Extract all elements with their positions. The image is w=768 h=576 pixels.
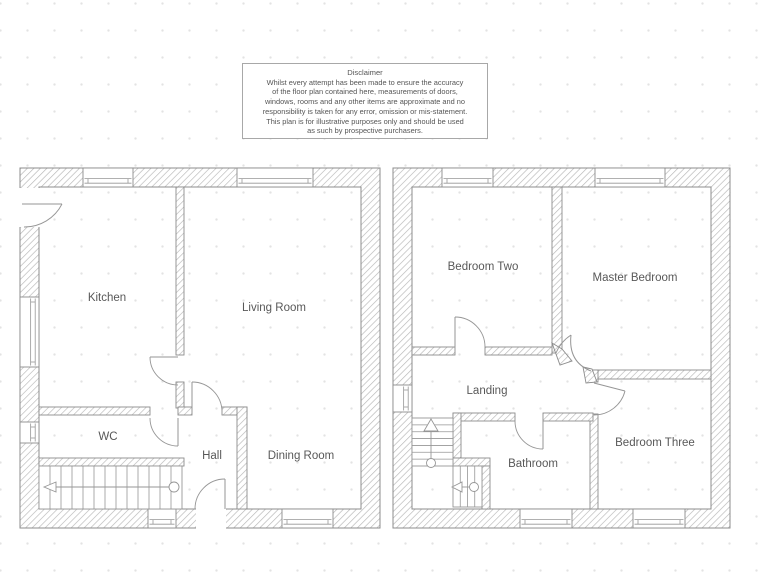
- interior-wall: [236, 406, 248, 510]
- disclaimer-line: responsibility is taken for any error, o…: [262, 106, 468, 116]
- room-label-hall: Hall: [202, 450, 222, 462]
- wall-stub: [582, 366, 598, 384]
- arrow-start-circle: [168, 481, 180, 493]
- window-frame: [281, 508, 334, 529]
- door: [454, 316, 486, 348]
- arrow-head-icon: [42, 481, 57, 493]
- room-label-dining-room: Dining Room: [268, 450, 334, 462]
- window: [236, 167, 314, 188]
- door: [149, 356, 179, 386]
- disclaimer-line: Whilst every attempt has been made to en…: [266, 77, 464, 87]
- window: [392, 384, 413, 413]
- window: [519, 508, 573, 529]
- interior-wall: [481, 465, 491, 510]
- interior-wall: [411, 346, 456, 356]
- door: [514, 420, 544, 450]
- interior-wall: [38, 406, 151, 416]
- interior-wall: [592, 369, 712, 380]
- door-swing-arc: [191, 381, 223, 413]
- room-label-living-room: Living Room: [242, 302, 306, 314]
- interior-wall: [38, 457, 185, 467]
- disclaimer-box: Disclaimer Whilst every attempt has been…: [242, 63, 488, 139]
- door: [191, 381, 223, 413]
- door: [149, 417, 179, 447]
- door-swing-arc: [555, 334, 572, 354]
- room-label-kitchen: Kitchen: [88, 292, 126, 304]
- door-swing-arc: [149, 356, 179, 386]
- door-swing-arc: [149, 417, 179, 447]
- staircase: [38, 465, 183, 510]
- door: [593, 382, 626, 416]
- stair-direction-arrow: [423, 418, 439, 468]
- arrow-start-circle: [469, 482, 479, 492]
- interior-wall: [589, 413, 599, 510]
- window: [441, 167, 494, 188]
- interior-wall: [175, 381, 185, 409]
- window: [281, 508, 334, 529]
- interior-wall: [177, 406, 193, 416]
- interior-wall: [452, 412, 462, 459]
- arrow-head-icon: [423, 418, 439, 432]
- window-frame: [236, 167, 314, 188]
- room-label-bedroom-three: Bedroom Three: [615, 437, 695, 449]
- window: [594, 167, 666, 188]
- door-swing-arc: [593, 390, 626, 416]
- disclaimer-line: This plan is for illustrative purposes o…: [266, 116, 464, 126]
- window: [632, 508, 686, 529]
- window: [19, 421, 40, 444]
- interior-wall: [452, 412, 516, 422]
- window-frame: [19, 421, 40, 444]
- room-label-landing: Landing: [467, 385, 508, 397]
- door: [22, 203, 63, 228]
- window-frame: [392, 384, 413, 413]
- door-swing-arc: [454, 316, 486, 348]
- door-swing-arc: [194, 478, 226, 510]
- interior-wall: [175, 186, 185, 356]
- disclaimer-line: windows, rooms and any other items are a…: [264, 97, 466, 107]
- window-frame: [594, 167, 666, 188]
- stair-direction-arrow: [450, 481, 479, 493]
- window: [82, 167, 134, 188]
- window-frame: [441, 167, 494, 188]
- room-label-bedroom-two: Bedroom Two: [448, 261, 519, 273]
- door: [194, 478, 226, 510]
- window-frame: [82, 167, 134, 188]
- interior-wall: [542, 412, 594, 422]
- disclaimer-line: as such by prospective purchasers.: [307, 126, 423, 136]
- stair-outline: [38, 465, 183, 510]
- room-label-wc: WC: [98, 431, 117, 443]
- arrow-head-icon: [450, 481, 463, 493]
- door-leaf: [593, 382, 626, 392]
- wall-opening: [19, 188, 40, 227]
- disclaimer-line: of the floor plan contained here, measur…: [272, 87, 458, 97]
- door-leaf: [570, 334, 592, 372]
- arrow-start-circle: [426, 458, 436, 468]
- window: [19, 296, 40, 368]
- disclaimer-title: Disclaimer: [347, 68, 383, 77]
- door-swing-arc: [23, 203, 63, 228]
- stair-direction-arrow: [42, 481, 180, 493]
- window: [147, 508, 177, 529]
- window-frame: [519, 508, 573, 529]
- room-label-master-bedroom: Master Bedroom: [592, 272, 677, 284]
- interior-wall: [551, 186, 563, 354]
- window-frame: [147, 508, 177, 529]
- window-frame: [19, 296, 40, 368]
- interior-wall: [452, 457, 491, 467]
- window-frame: [632, 508, 686, 529]
- door-swing-arc: [514, 420, 544, 450]
- wall-opening: [196, 508, 226, 529]
- door: [555, 334, 592, 372]
- interior-wall: [484, 346, 553, 356]
- room-label-bathroom: Bathroom: [508, 458, 558, 470]
